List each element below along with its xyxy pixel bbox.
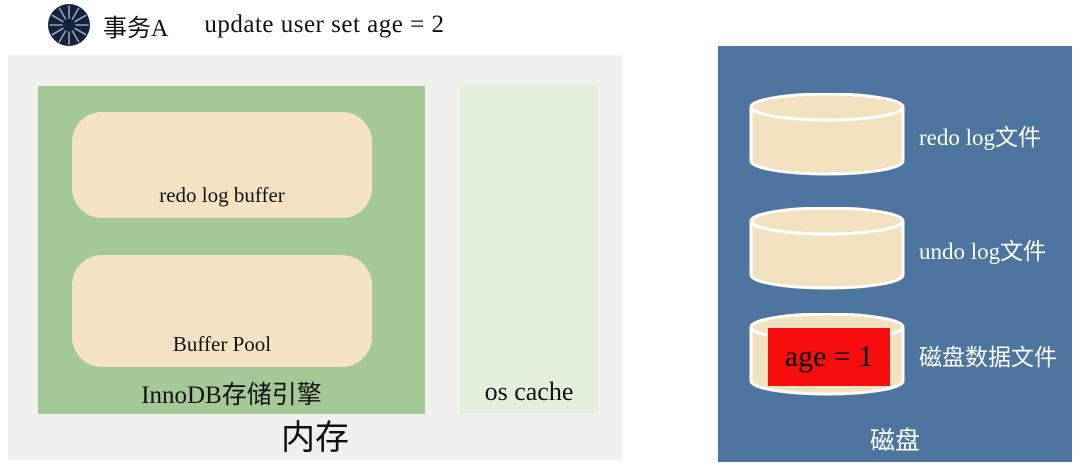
database-cylinder-icon: age = 1 — [747, 312, 907, 397]
undo-log-file-row: undo log文件 — [718, 206, 1072, 291]
buffer-pool-block: Buffer Pool — [72, 255, 372, 367]
os-cache-label: os cache — [484, 377, 574, 406]
transaction-header: 事务A update user set age = 2 — [47, 2, 444, 48]
database-cylinder-icon — [747, 92, 907, 177]
disk-data-file-row: age = 1 磁盘数据文件 — [718, 312, 1072, 397]
disk-data-file-label: 磁盘数据文件 — [919, 345, 1057, 370]
sql-statement: update user set age = 2 — [204, 11, 445, 38]
redo-log-buffer-block: redo log buffer — [72, 112, 372, 218]
clock-icon — [47, 3, 91, 47]
database-cylinder-icon — [747, 206, 907, 291]
redo-log-buffer-label: redo log buffer — [159, 183, 285, 207]
innodb-engine-box: redo log buffer Buffer Pool InnoDB存储引擎 — [38, 86, 425, 414]
age-value-highlight: age = 1 — [768, 328, 890, 386]
innodb-engine-label: InnoDB存储引擎 — [141, 382, 322, 409]
transaction-label: 事务A — [103, 15, 169, 42]
disk-panel: redo log文件 undo log文件 age = 1 磁盘数据文件 磁盘 — [718, 46, 1072, 462]
disk-panel-label: 磁盘 — [869, 428, 920, 455]
buffer-pool-label: Buffer Pool — [172, 332, 272, 356]
redo-log-file-row: redo log文件 — [718, 92, 1072, 177]
undo-log-file-label: undo log文件 — [919, 239, 1047, 264]
memory-panel-label: 内存 — [281, 420, 349, 457]
os-cache-box: os cache — [460, 85, 598, 413]
memory-panel: redo log buffer Buffer Pool InnoDB存储引擎 o… — [8, 55, 622, 460]
redo-log-file-label: redo log文件 — [919, 125, 1042, 150]
